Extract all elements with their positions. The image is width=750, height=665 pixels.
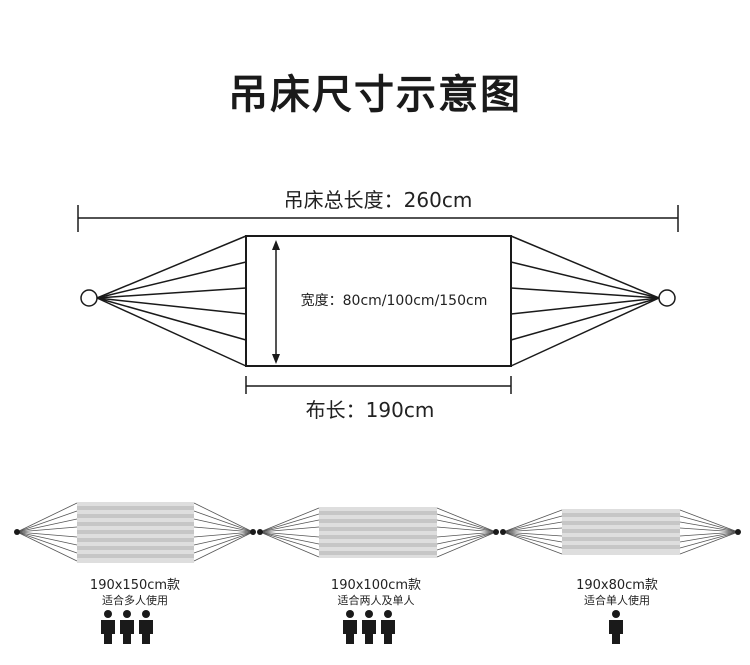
width-dimension-arrow <box>272 240 280 364</box>
variant-2-right-ropes <box>436 507 497 558</box>
variant-3-bed <box>562 509 680 555</box>
left-rope-fan <box>96 235 247 367</box>
variant-3-left-ropes <box>502 509 563 555</box>
cloth-length-label: 布长：190cm <box>306 398 435 422</box>
variant-1-left-ropes <box>16 502 78 562</box>
variant-1-right-ropes <box>193 502 254 562</box>
variant-1-people-icon <box>101 610 153 644</box>
variant-1-bed <box>77 502 194 563</box>
left-ring-icon <box>80 289 98 307</box>
total-length-label: 吊床总长度：260cm <box>284 188 473 212</box>
variant-2-usage-label: 适合两人及单人 <box>338 593 415 607</box>
variant-3-usage-label: 适合单人使用 <box>584 593 650 607</box>
variant-190x100: 190x100cm款 适合两人及单人 <box>257 507 499 644</box>
width-label: 宽度：80cm/100cm/150cm <box>301 292 488 309</box>
variant-2-people-icon <box>343 610 395 644</box>
right-rope-fan <box>510 235 660 367</box>
variant-3-person-icon <box>609 610 623 644</box>
variant-190x150: 190x150cm款 适合多人使用 <box>14 502 256 644</box>
variant-2-left-ropes <box>259 507 320 558</box>
variant-2-model-label: 190x100cm款 <box>331 578 421 593</box>
cloth-length-dimension <box>245 376 512 394</box>
variant-190x80: 190x80cm款 适合单人使用 <box>500 509 741 644</box>
right-ring-icon <box>658 289 676 307</box>
page-title: 吊床尺寸示意图 <box>228 72 522 118</box>
variant-1-usage-label: 适合多人使用 <box>102 593 168 607</box>
variant-2-bed <box>319 507 437 558</box>
variant-3-right-ropes <box>679 509 739 555</box>
variant-3-model-label: 190x80cm款 <box>576 578 658 593</box>
variant-1-model-label: 190x150cm款 <box>90 578 180 593</box>
hammock-bed <box>245 235 512 367</box>
total-length-dimension <box>77 205 679 232</box>
